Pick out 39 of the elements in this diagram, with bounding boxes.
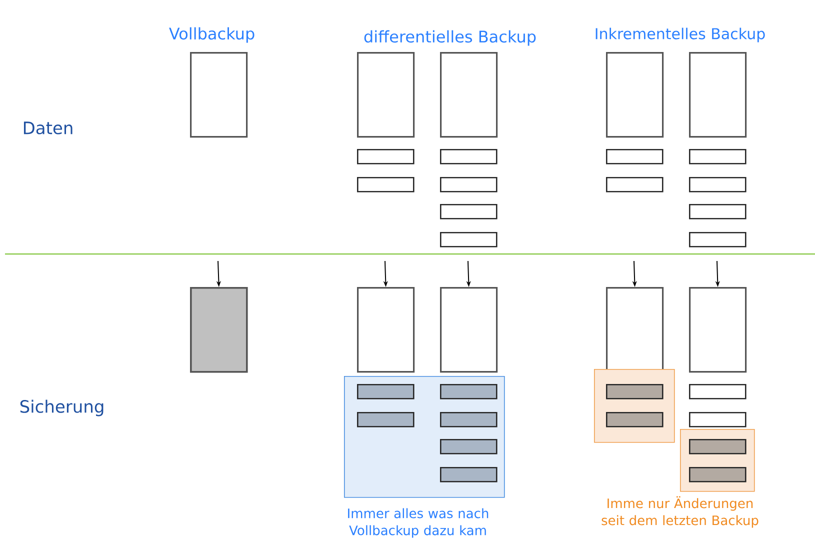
- data-block: [689, 439, 746, 454]
- data-block: [606, 412, 664, 428]
- data-block: [440, 149, 498, 164]
- data-block: [440, 384, 498, 400]
- data-block: [689, 232, 746, 248]
- data-block: [357, 412, 414, 428]
- backup-box: [190, 287, 248, 373]
- data-block: [689, 177, 746, 192]
- data-box: [357, 52, 415, 138]
- data-block: [357, 177, 414, 192]
- row-label: Daten: [24, 122, 72, 134]
- data-box: [440, 287, 498, 373]
- data-box: [689, 287, 747, 373]
- data-box: [190, 52, 248, 138]
- data-block: [357, 384, 414, 400]
- row-label: Sicherung: [20, 400, 104, 416]
- data-block: [689, 412, 746, 428]
- note-text: Immer alles was nach Vollbackup dazu kam: [348, 508, 488, 538]
- data-block: [440, 232, 498, 248]
- data-block: [689, 204, 746, 220]
- data-box: [440, 52, 498, 138]
- data-block: [440, 204, 498, 220]
- data-block: [440, 177, 498, 192]
- data-box: [357, 287, 415, 373]
- data-block: [440, 412, 498, 428]
- data-block: [689, 384, 746, 400]
- data-block: [606, 149, 664, 164]
- note-text: Imme nur Änderungen seit dem letzten Backup: [602, 496, 758, 528]
- column-heading: differentielles Backup: [364, 30, 536, 46]
- data-block: [606, 384, 664, 400]
- data-box: [689, 52, 747, 138]
- data-block: [606, 177, 664, 192]
- data-block: [689, 467, 746, 482]
- data-block: [357, 149, 414, 164]
- data-block: [440, 439, 498, 454]
- column-heading: Inkrementelles Backup: [596, 28, 765, 42]
- data-box: [606, 52, 664, 138]
- data-block: [689, 149, 746, 164]
- data-block: [440, 467, 498, 482]
